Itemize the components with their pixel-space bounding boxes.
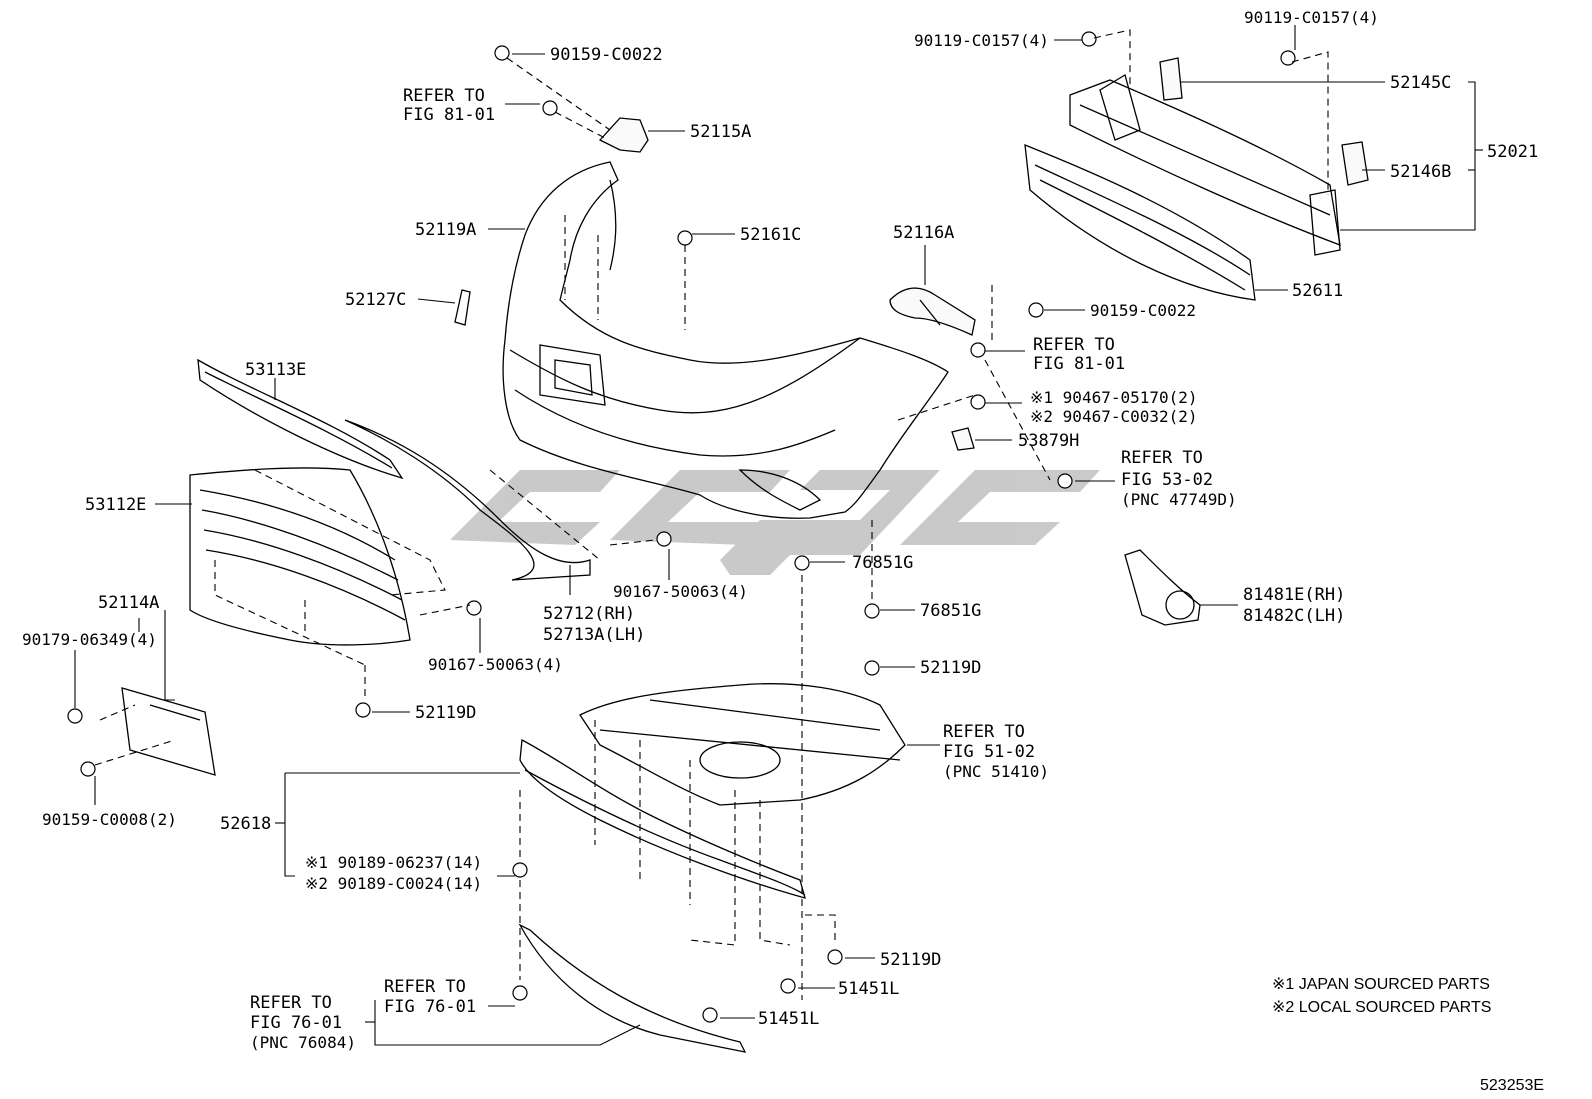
label-refer-fig-76-01-outer-pnc: (PNC 76084) bbox=[250, 1033, 356, 1052]
bumper-reinforcement bbox=[1069, 74, 1341, 256]
note-japan-sourced: ※1 JAPAN SOURCED PARTS bbox=[1272, 976, 1490, 993]
label-52127c: 52127C bbox=[345, 290, 406, 310]
label-90167-50063-a: 90167-50063(4) bbox=[613, 582, 748, 601]
label-90189-06237: ※1 90189-06237(14) bbox=[305, 853, 482, 872]
label-52021: 52021 bbox=[1487, 142, 1538, 162]
label-52114a: 52114A bbox=[98, 593, 159, 613]
energy-absorber bbox=[1024, 143, 1256, 301]
label-52161c: 52161C bbox=[740, 225, 801, 245]
label-refer-fig-51-02-fig: FIG 51-02 bbox=[943, 742, 1035, 762]
license-bracket bbox=[121, 687, 216, 776]
label-53112e: 53112E bbox=[85, 495, 146, 515]
label-90467-05170: ※1 90467-05170(2) bbox=[1030, 388, 1198, 407]
label-81481e-rh: 81481E(RH) bbox=[1243, 585, 1345, 605]
label-52116a: 52116A bbox=[893, 223, 954, 243]
label-53879h: 53879H bbox=[1018, 431, 1079, 451]
side-moulding bbox=[344, 419, 591, 581]
engine-under-cover bbox=[579, 683, 906, 806]
label-refer-fig-51-02-pnc: (PNC 51410) bbox=[943, 762, 1049, 781]
label-90119-c0157-right: 90119-C0157(4) bbox=[1244, 8, 1379, 27]
diagram-id: 523253E bbox=[1480, 1077, 1544, 1094]
label-90167-50063-b: 90167-50063(4) bbox=[428, 655, 563, 674]
label-refer-fig-81-01-right: REFER TO bbox=[1033, 335, 1115, 355]
bracket-52146b bbox=[1341, 141, 1369, 186]
assembly-lines bbox=[94, 29, 1329, 1000]
label-52145c: 52145C bbox=[1390, 73, 1451, 93]
bracket-52145c bbox=[1159, 57, 1183, 101]
label-90119-c0157-left: 90119-C0157(4) bbox=[914, 31, 1049, 50]
label-refer-fig-76-01-outer-fig: FIG 76-01 bbox=[250, 1013, 342, 1033]
label-90159-c0022-top: 90159-C0022 bbox=[550, 45, 663, 65]
part-labels: 90159-C0022 REFER TO FIG 81-01 52115A 52… bbox=[22, 8, 1538, 1052]
label-76851g-b: 76851G bbox=[920, 601, 981, 621]
leader-lines bbox=[74, 25, 1483, 1046]
lower-moulding bbox=[518, 923, 747, 1053]
label-53113e: 53113E bbox=[245, 360, 306, 380]
label-52119d-bot: 52119D bbox=[880, 950, 941, 970]
label-52119d-mid: 52119D bbox=[920, 658, 981, 678]
label-refer-fig-76-01-inner-fig: FIG 76-01 bbox=[384, 997, 476, 1017]
label-52146b: 52146B bbox=[1390, 162, 1451, 182]
label-refer-fig-76-01-inner: REFER TO bbox=[384, 977, 466, 997]
label-51451l-a: 51451L bbox=[838, 979, 899, 999]
label-52712-rh: 52712(RH) bbox=[543, 604, 635, 624]
label-52618: 52618 bbox=[220, 814, 271, 834]
label-76851g-a: 76851G bbox=[852, 553, 913, 573]
label-52119d-left: 52119D bbox=[415, 703, 476, 723]
label-52611: 52611 bbox=[1292, 281, 1343, 301]
label-90179-06349: 90179-06349(4) bbox=[22, 630, 157, 649]
fasteners bbox=[67, 31, 1296, 1023]
label-refer-fig-53-02-pnc: (PNC 47749D) bbox=[1121, 490, 1237, 509]
bumper-cover bbox=[502, 161, 949, 519]
label-refer-fig-53-02-fig: FIG 53-02 bbox=[1121, 470, 1213, 490]
note-local-sourced: ※2 LOCAL SOURCED PARTS bbox=[1272, 999, 1491, 1016]
fog-lamp-cover bbox=[1124, 549, 1201, 626]
retainer-clip bbox=[454, 289, 471, 326]
label-90159-c0022-right: 90159-C0022 bbox=[1090, 301, 1196, 320]
label-refer-fig-76-01-outer: REFER TO bbox=[250, 993, 332, 1013]
label-52713a-lh: 52713A(LH) bbox=[543, 625, 645, 645]
label-52115a: 52115A bbox=[690, 122, 751, 142]
label-refer-fig-51-02: REFER TO bbox=[943, 722, 1025, 742]
label-90467-c0032: ※2 90467-C0032(2) bbox=[1030, 407, 1198, 426]
grille-bar bbox=[197, 358, 404, 480]
label-refer-fig-81-01-top: REFER TO bbox=[403, 86, 485, 106]
label-90189-c0024: ※2 90189-C0024(14) bbox=[305, 874, 482, 893]
label-81482c-lh: 81482C(LH) bbox=[1243, 606, 1345, 626]
lower-grille bbox=[189, 467, 411, 646]
clip-53879h bbox=[951, 427, 975, 451]
upper-bracket bbox=[598, 117, 649, 153]
label-refer-fig-81-01-right-fig: FIG 81-01 bbox=[1033, 354, 1125, 374]
front-spoiler bbox=[519, 738, 806, 899]
bumper-bracket bbox=[889, 287, 976, 336]
watermark-logo bbox=[450, 470, 1100, 575]
source-legend: ※1 JAPAN SOURCED PARTS ※2 LOCAL SOURCED … bbox=[1272, 976, 1491, 1016]
label-51451l-b: 51451L bbox=[758, 1009, 819, 1029]
label-refer-fig-53-02: REFER TO bbox=[1121, 448, 1203, 468]
label-refer-fig-81-01-top-fig: FIG 81-01 bbox=[403, 105, 495, 125]
label-52119a: 52119A bbox=[415, 220, 476, 240]
label-90159-c0008: 90159-C0008(2) bbox=[42, 810, 177, 829]
